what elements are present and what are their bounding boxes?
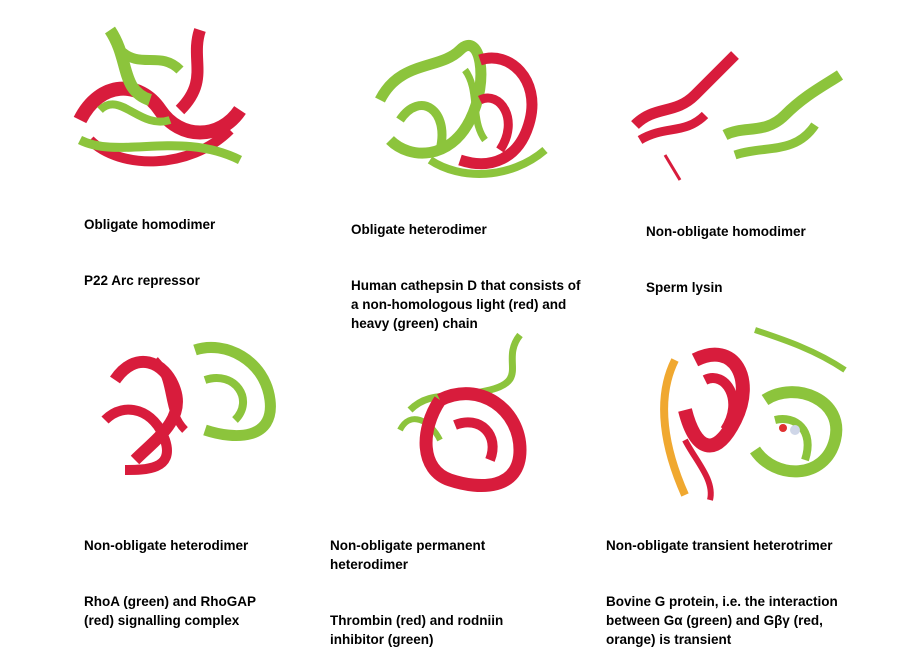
panel-description: Human cathepsin D that consists of a non… xyxy=(351,278,581,331)
panel-title: Non-obligate permanent heterodimer xyxy=(330,538,486,572)
panel-description: RhoA (green) and RhoGAP (red) signalling… xyxy=(84,594,256,628)
protein-structure-image-2 xyxy=(375,40,548,178)
panel-title: Non-obligate homodimer xyxy=(646,224,806,239)
panel-title: Non-obligate heterodimer xyxy=(84,538,249,553)
panel-title: Non-obligate transient heterotrimer xyxy=(606,538,833,553)
protein-structure-image-3 xyxy=(631,51,844,181)
panel-title: Obligate heterodimer xyxy=(351,222,487,237)
protein-structure-image-6 xyxy=(660,327,847,501)
panel-description: Bovine G protein, i.e. the interaction b… xyxy=(606,594,838,647)
panel-description: Thrombin (red) and rodniin inhibitor (gr… xyxy=(330,613,504,647)
protein-structure-image-4 xyxy=(101,341,276,475)
panel-description: Sperm lysin xyxy=(646,280,723,295)
panel-title: Obligate homodimer xyxy=(84,217,216,232)
panel-description: P22 Arc repressor xyxy=(84,273,200,288)
protein-structure-image-5 xyxy=(397,332,527,492)
protein-structure-image-1 xyxy=(73,26,246,167)
